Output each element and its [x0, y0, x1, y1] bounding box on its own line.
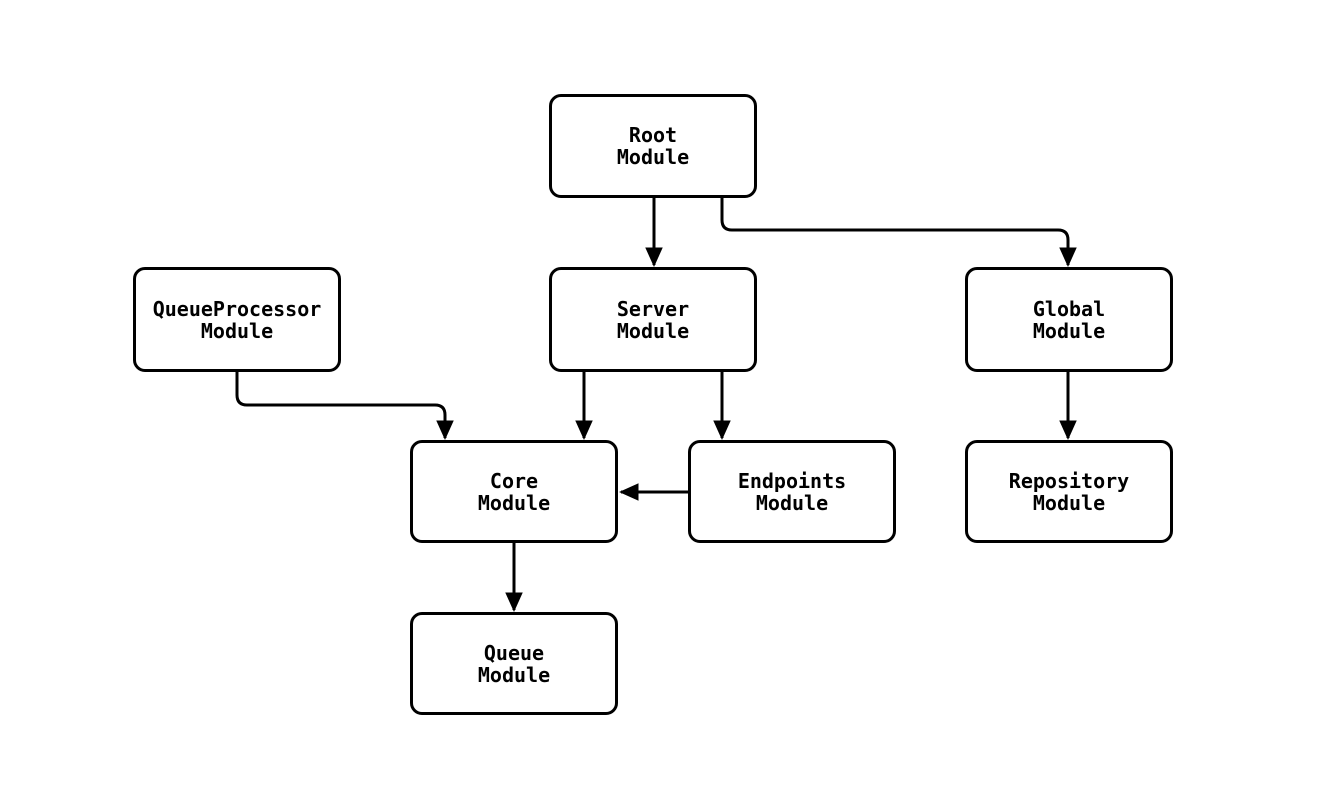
node-root-label-line1: Root	[628, 123, 678, 147]
node-repository-label-line2: Module	[1032, 490, 1106, 515]
edge-root-to-global	[720, 198, 1077, 267]
node-endpoints-label-line2: Module	[755, 490, 829, 515]
node-queue-label-line2: Module	[477, 662, 551, 687]
node-queueprocessor-label-line2: Module	[200, 318, 274, 343]
node-core-label-line2: Module	[477, 490, 551, 515]
node-queueprocessor-label-line1: QueueProcessor	[152, 296, 322, 321]
node-repository-label-line1: Repository	[1008, 468, 1130, 493]
edge-queueprocessor-to-core	[235, 372, 454, 440]
node-queue-label-line1: Queue	[483, 640, 545, 665]
node-global-label-line2: Module	[1032, 318, 1106, 343]
node-core-label-line1: Core	[489, 468, 539, 493]
node-server-label-line2: Module	[616, 318, 690, 343]
node-endpoints-label-line1: Endpoints	[737, 468, 847, 493]
node-root-label-line2: Module	[616, 145, 690, 169]
node-server-label-line1: Server	[616, 296, 690, 321]
node-global-label-line1: Global	[1032, 296, 1106, 321]
